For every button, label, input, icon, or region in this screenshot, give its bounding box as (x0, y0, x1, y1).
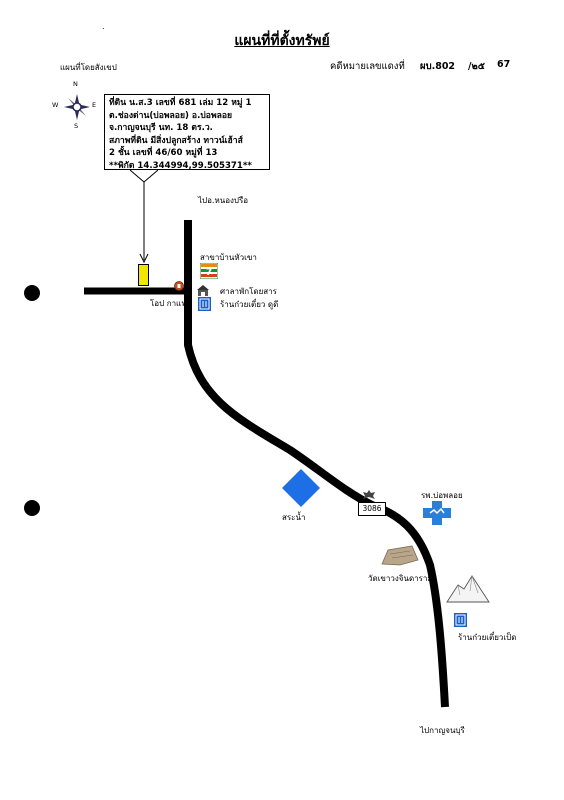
mountain-icon (446, 573, 490, 603)
label-noodle-shop-2: ร้านก๋วยเตี๋ยวเป็ด (458, 633, 517, 642)
page-title: แผนที่ที่ตั้งทรัพย์ (234, 33, 330, 49)
callout-arrow-head (139, 253, 149, 264)
label-pavilion: ศาลาพักโดยสาร (220, 287, 277, 296)
label-coffee-shop: โอป กาแฟ (150, 299, 187, 308)
map-label: แผนที่โดยสังเขป (60, 63, 117, 72)
compass-north: N (73, 80, 78, 88)
compass-east: E (92, 101, 97, 109)
seven-eleven-logo-icon: 7 (199, 262, 219, 280)
compass-west: W (52, 101, 59, 109)
property-marker-icon (138, 264, 149, 286)
svg-text:7: 7 (206, 267, 213, 278)
royal-emblem-icon (362, 486, 376, 499)
property-line-4: สภาพที่ดิน มีสิ่งปลูกสร้าง ทาวน์เฮ้าส์ (109, 135, 243, 146)
label-to-nong-prue: ไปอ.หนองปรือ (198, 196, 249, 205)
punch-hole-bottom (24, 500, 40, 516)
label-to-kanchanaburi: ไปกาญจนบุรี (420, 726, 465, 735)
compass-south: S (74, 122, 79, 130)
property-line-5: 2 ชั้น เลขที่ 46/60 หมู่ที่ 13 (109, 148, 218, 159)
bus-shelter-icon (196, 282, 210, 296)
case-label: คดีหมายเลขแดงที่ (330, 61, 405, 72)
corner-mark: . (102, 22, 105, 31)
restaurant-icon (198, 296, 211, 311)
punch-hole-top (24, 285, 40, 301)
case-code: ผบ.802 (420, 61, 456, 72)
property-line-3: จ.กาญจนบุรี นท. 18 ตร.ว. (109, 123, 213, 134)
temple-icon (380, 544, 420, 566)
property-line-6: **พิกัด 14.344994,99.505371** (109, 160, 252, 171)
callout-pointer (129, 169, 159, 183)
label-noodle-shop-1: ร้านก๋วยเตี๋ยว ดูดี (220, 300, 279, 309)
label-seven-eleven-branch: สาขาบ้านหัวเขา (200, 253, 257, 262)
label-temple: วัดเขาวงจินดาราม (368, 574, 433, 583)
compass-rose-icon (56, 86, 98, 130)
pond-icon (281, 468, 321, 508)
label-pond: สระน้ำ (282, 513, 306, 522)
label-hospital: รพ.บ่อพลอย (421, 491, 463, 500)
hospital-icon (422, 500, 452, 526)
coffee-shop-icon (174, 276, 184, 291)
case-year: 67 (497, 59, 511, 70)
case-year-thai: /๒๕ (468, 61, 485, 72)
property-line-2: ต.ช่องด่าน(บ่อพลอย) อ.บ่อพลอย (109, 110, 233, 121)
property-line-1: ที่ดิน น.ส.3 เลขที่ 681 เล่ม 12 หมู่ 1 (109, 98, 252, 108)
property-callout: ที่ดิน น.ส.3 เลขที่ 681 เล่ม 12 หมู่ 1 ต… (104, 94, 270, 171)
restaurant-icon-2 (454, 612, 467, 627)
route-number-sign: 3086 (358, 502, 386, 516)
